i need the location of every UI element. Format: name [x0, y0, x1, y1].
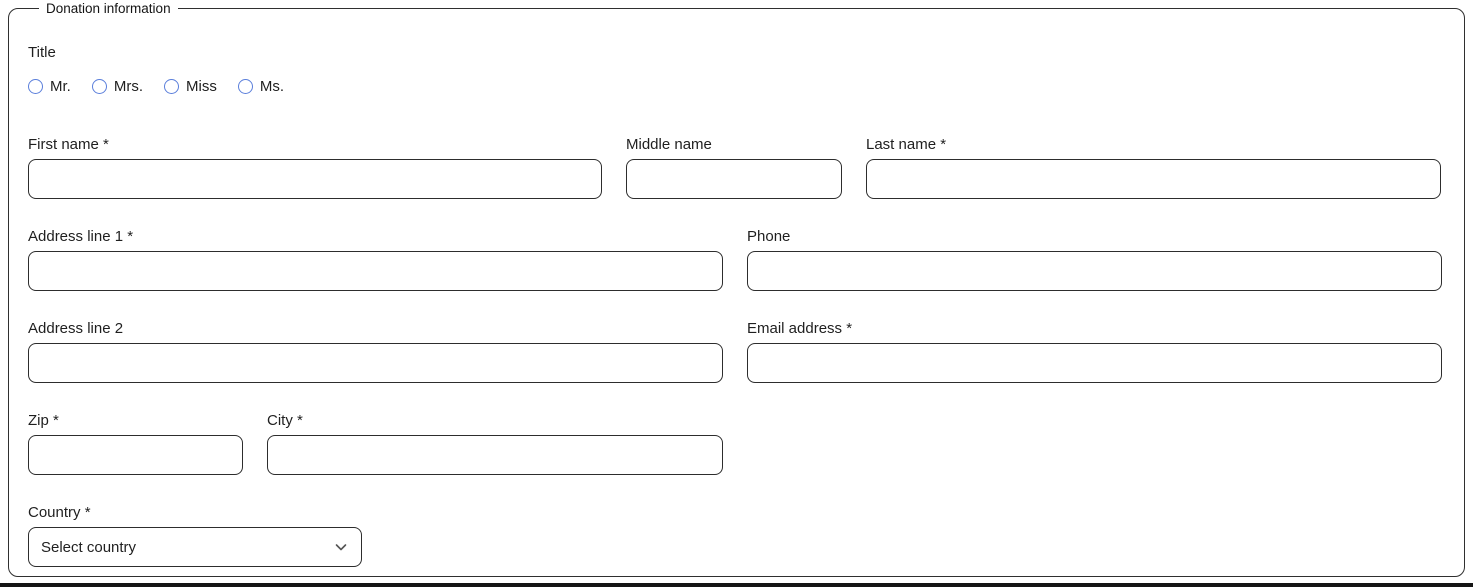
radio-option-ms[interactable]: Ms. [237, 78, 285, 95]
phone-field-group: Phone [747, 228, 1442, 291]
middle-name-label: Middle name [626, 136, 712, 153]
country-row: Country * Select country [28, 504, 1445, 567]
first-name-field-group: First name * [28, 136, 602, 199]
radio-option-label: Miss [186, 78, 217, 95]
first-name-input[interactable] [28, 159, 602, 199]
first-name-label: First name * [28, 136, 109, 153]
address-line-1-label: Address line 1 * [28, 228, 134, 245]
last-name-input[interactable] [866, 159, 1441, 199]
radio-option-miss[interactable]: Miss [164, 78, 217, 95]
address-line-1-input[interactable] [28, 251, 723, 291]
phone-input[interactable] [747, 251, 1442, 291]
middle-name-field-group: Middle name [626, 136, 842, 199]
name-row: First name * Middle name Last name * [28, 136, 1445, 199]
radio-option-mrs[interactable]: Mrs. [91, 78, 144, 95]
address2-email-row: Address line 2 Email address * [28, 320, 1445, 383]
title-radio-group: Mr. Mrs. Miss Ms. [28, 78, 1445, 95]
address-line-1-field-group: Address line 1 * [28, 228, 723, 291]
city-label: City * [267, 412, 303, 429]
zip-input[interactable] [28, 435, 243, 475]
zip-city-row: Zip * City * [28, 412, 1445, 475]
city-field-group: City * [267, 412, 723, 475]
last-name-label: Last name * [866, 136, 947, 153]
country-select[interactable]: Select country [28, 527, 362, 567]
country-field-group: Country * Select country [28, 504, 362, 567]
radio-button-icon[interactable] [237, 79, 253, 94]
chevron-down-icon [335, 544, 347, 551]
email-label: Email address * [747, 320, 853, 337]
fieldset-legend: Donation information [46, 1, 171, 16]
country-select-value: Select country [41, 538, 137, 556]
radio-option-mr[interactable]: Mr. [28, 78, 71, 95]
bottom-divider [0, 583, 1473, 587]
phone-label: Phone [747, 228, 791, 245]
address-line-2-label: Address line 2 [28, 320, 124, 337]
country-label: Country * [28, 504, 91, 521]
email-field-group: Email address * [747, 320, 1442, 383]
middle-name-input[interactable] [626, 159, 842, 199]
radio-option-label: Mr. [50, 78, 71, 95]
address-line-2-field-group: Address line 2 [28, 320, 723, 383]
city-input[interactable] [267, 435, 723, 475]
address1-phone-row: Address line 1 * Phone [28, 228, 1445, 291]
donation-information-fieldset: Donation information Title Mr. Mrs. Miss… [8, 1, 1465, 577]
radio-option-label: Ms. [259, 78, 285, 95]
zip-field-group: Zip * [28, 412, 243, 475]
email-input[interactable] [747, 343, 1442, 383]
last-name-field-group: Last name * [866, 136, 1441, 199]
radio-option-label: Mrs. [113, 78, 144, 95]
title-group-label: Title [28, 44, 56, 61]
address-line-2-input[interactable] [28, 343, 723, 383]
radio-button-icon[interactable] [28, 79, 43, 94]
zip-label: Zip * [28, 412, 59, 429]
radio-button-icon[interactable] [91, 79, 107, 94]
radio-button-icon[interactable] [164, 79, 180, 94]
